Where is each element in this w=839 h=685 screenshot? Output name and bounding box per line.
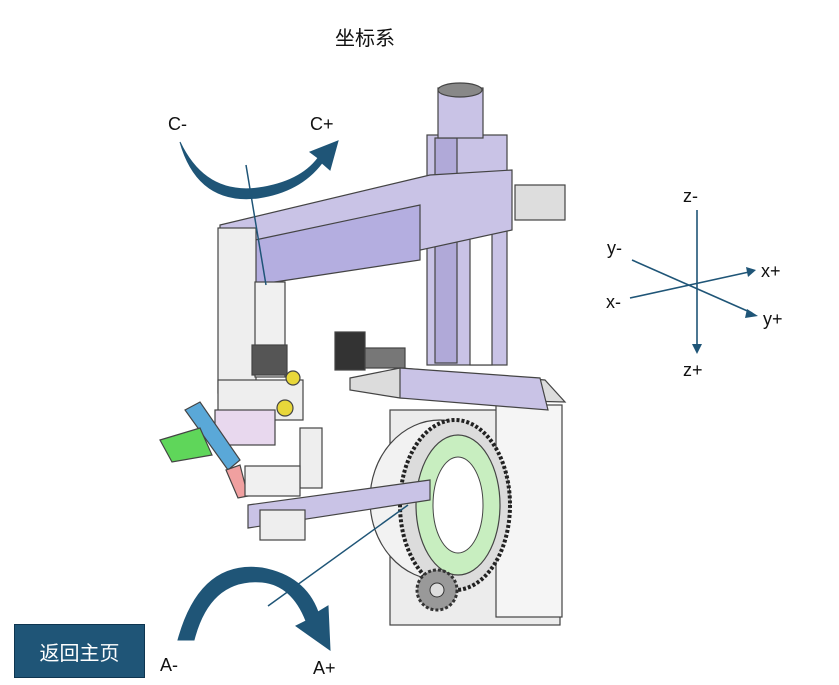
x-minus-label: x- <box>606 292 621 312</box>
a-minus-label: A- <box>160 655 178 675</box>
c-minus-label: C- <box>168 114 187 134</box>
y-axis-arrowhead <box>745 309 758 318</box>
home-button[interactable]: 返回主页 <box>14 624 145 678</box>
y-axis-line <box>631 259 753 314</box>
welding-tool <box>159 401 276 499</box>
x-axis-arrowhead <box>746 267 756 277</box>
c-plus-label: C+ <box>310 114 334 134</box>
coordinate-axes <box>629 210 758 354</box>
x-plus-label: x+ <box>761 261 781 281</box>
a-plus-label: A+ <box>313 658 336 678</box>
a-axis-pointer <box>267 504 409 607</box>
c-axis-pointer <box>245 164 267 286</box>
rotary-table <box>369 418 512 612</box>
c-rotation-arrow <box>179 140 339 200</box>
z-minus-label: z- <box>683 186 698 206</box>
y-minus-label: y- <box>607 238 622 258</box>
a-rotation-arrow <box>177 566 331 651</box>
carriage <box>217 281 549 421</box>
page-title: 坐标系 <box>335 28 395 50</box>
horizontal-beam <box>217 169 513 394</box>
z-axis-arrowhead <box>692 344 702 354</box>
workpiece-arm <box>244 427 431 541</box>
y-plus-label: y+ <box>763 309 783 329</box>
z-plus-label: z+ <box>683 360 703 380</box>
